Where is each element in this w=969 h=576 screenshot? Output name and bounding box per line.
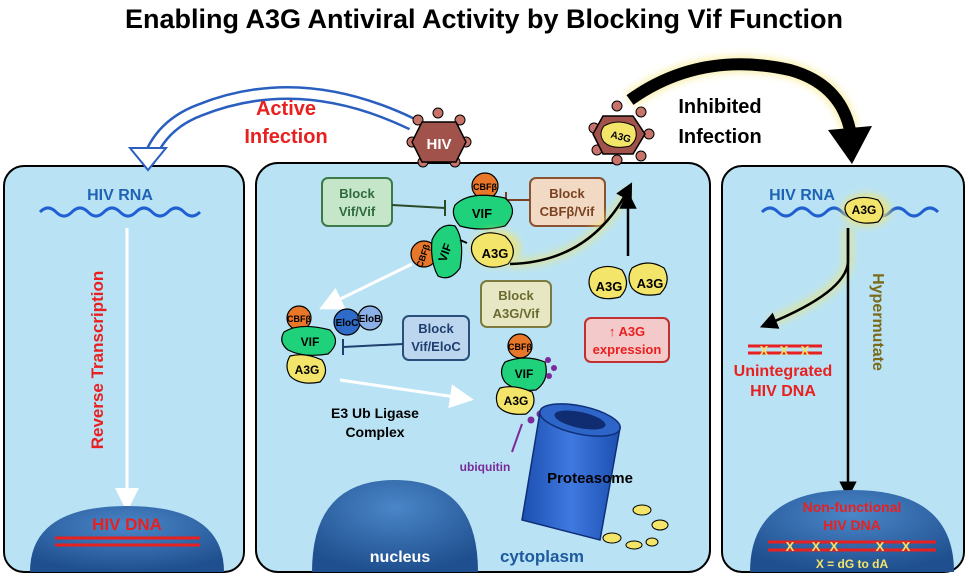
svg-text:EloB: EloB (359, 314, 382, 325)
svg-text:VIF: VIF (435, 241, 455, 263)
svg-text:A3G: A3G (637, 276, 664, 291)
svg-text:Proteasome: Proteasome (547, 470, 633, 487)
svg-text:A3G: A3G (295, 363, 320, 377)
svg-text:CBFβ/Vif: CBFβ/Vif (540, 204, 595, 219)
mutation-legend: X = dG to dA (816, 557, 889, 571)
reverse-transcription-label: Reverse Transcription (88, 271, 107, 450)
left-panel: HIV RNA Reverse Transcription HIV DNA (3, 165, 245, 573)
hiv-virion-inhibited: A3G (588, 100, 655, 166)
infection-label: Infection (244, 126, 327, 148)
svg-text:Block: Block (339, 186, 375, 201)
svg-text:Block: Block (418, 321, 454, 336)
svg-text:HIV: HIV (426, 136, 451, 153)
active-label: Active (256, 98, 316, 120)
svg-text:E3 Ub Ligase: E3 Ub Ligase (331, 405, 419, 421)
inhibited-infection-arrow (626, 58, 856, 132)
svg-text:A3G: A3G (504, 394, 529, 408)
svg-text:A3G: A3G (852, 203, 877, 217)
svg-text:↑ A3G: ↑ A3G (609, 324, 645, 339)
svg-text:HIV DNA: HIV DNA (823, 517, 881, 533)
svg-text:Vif/Vif: Vif/Vif (339, 204, 376, 219)
svg-text:Block: Block (498, 288, 534, 303)
left-hiv-rna-label: HIV RNA (87, 187, 153, 204)
svg-text:VIF: VIF (472, 206, 492, 221)
a3g-expressed-2 (628, 262, 668, 296)
a3g-packaging-arrow (509, 182, 633, 266)
svg-text:expression: expression (593, 342, 662, 357)
svg-text:EloC: EloC (336, 318, 359, 329)
nucleus-label: nucleus (370, 549, 431, 566)
block-vif-vif-box: Block Vif/Vif (321, 177, 393, 227)
svg-text:X: X (812, 539, 821, 554)
svg-text:A3G: A3G (596, 279, 623, 294)
nonfunctional-label: Non-functional (803, 499, 902, 515)
svg-text:A3G: A3G (609, 130, 632, 146)
cytoplasm-label: cytoplasm (500, 547, 584, 566)
vif-rotated (431, 224, 463, 279)
left-hiv-dna-label: HIV DNA (92, 515, 162, 534)
ubiquitin-label: ubiquitin (460, 460, 511, 474)
svg-text:X: X (830, 539, 839, 554)
right-panel: HIV RNA A3G Hypermutate X X X Unintegrat… (721, 165, 965, 573)
vif-left (281, 325, 337, 356)
hiv-virion-active: HIV (406, 107, 472, 168)
svg-text:VIF: VIF (515, 367, 534, 381)
svg-text:Complex: Complex (345, 424, 404, 440)
svg-text:CBFβ: CBFβ (287, 314, 311, 324)
block-vif-eloc-box: Block Vif/EloC (402, 315, 470, 361)
degradation-arrow (339, 378, 474, 409)
elob (357, 305, 383, 331)
svg-text:VIF: VIF (301, 335, 320, 349)
vif-ub (500, 357, 547, 391)
svg-text:HIV DNA: HIV DNA (750, 383, 816, 400)
inhibited-infection-label: Infection (678, 126, 761, 148)
svg-text:X: X (780, 343, 789, 358)
inhibited-label: Inhibited (678, 96, 761, 118)
right-a3g (844, 196, 884, 224)
svg-text:CBFβ: CBFβ (473, 182, 497, 192)
right-hiv-rna-label: HIV RNA (769, 187, 835, 204)
inhibit-line-vif-eloc (342, 343, 404, 348)
svg-text:CBFβ: CBFβ (508, 342, 532, 352)
proteasome: Proteasome (521, 403, 633, 541)
assembly-arrow (319, 262, 413, 310)
hypermutate-label: Hypermutate (869, 273, 886, 371)
a3g-expressed-1 (588, 265, 628, 300)
active-infection-arrow (143, 88, 414, 164)
a3g-left (286, 354, 327, 384)
svg-text:Vif/EloC: Vif/EloC (411, 339, 461, 354)
left-rna-strand (38, 206, 202, 218)
middle-panel: nucleus cytoplasm Block Vif/Vif Block CB… (255, 162, 711, 573)
svg-text:X: X (786, 539, 795, 554)
a3g-expression-box: ↑ A3G expression (584, 317, 670, 363)
block-a3g-vif-box: Block A3G/Vif (480, 280, 552, 328)
block-cbfb-vif-box: Block CBFβ/Vif (529, 177, 606, 227)
svg-text:X: X (801, 343, 810, 358)
a3g-center (470, 232, 514, 268)
svg-text:Block: Block (549, 186, 585, 201)
vif-top (452, 194, 514, 230)
a3g-ub (495, 386, 535, 415)
nucleus (312, 480, 478, 572)
svg-text:A3G/Vif: A3G/Vif (493, 306, 540, 321)
inhibit-line-vif-vif (391, 204, 446, 209)
diagram-title: Enabling A3G Antiviral Activity by Block… (125, 4, 843, 34)
unintegrated-label: Unintegrated (734, 363, 833, 380)
svg-text:X: X (876, 539, 885, 554)
svg-text:X: X (902, 539, 911, 554)
degraded-fragments (602, 504, 669, 550)
svg-text:A3G: A3G (482, 246, 509, 261)
svg-text:X: X (760, 343, 769, 358)
